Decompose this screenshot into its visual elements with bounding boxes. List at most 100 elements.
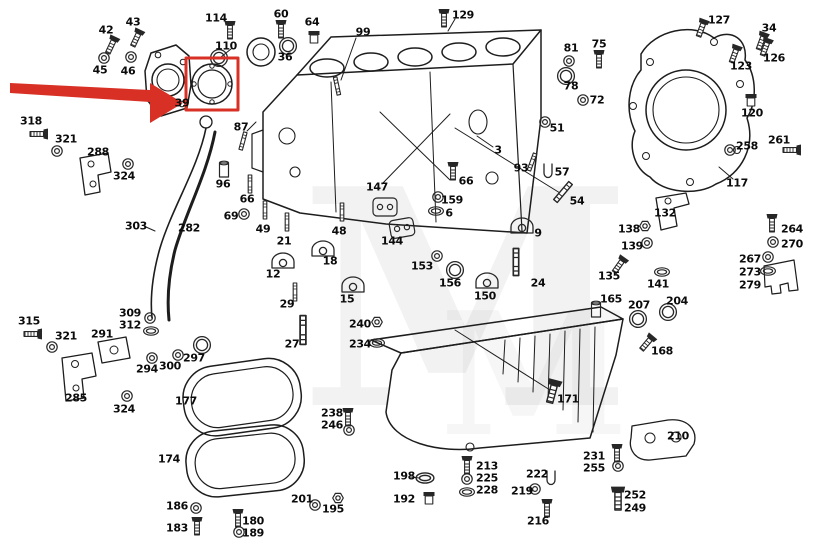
part-label-93: 93: [513, 161, 529, 175]
part-label-279: 279: [738, 278, 762, 292]
part-label-234: 234: [348, 337, 372, 351]
part-label-29: 29: [279, 297, 295, 311]
part-label-321: 321: [54, 329, 78, 343]
part-label-273: 273: [738, 265, 762, 279]
part-label-34: 34: [761, 21, 777, 35]
part-label-303: 303: [124, 219, 148, 233]
part-label-255: 255: [582, 461, 606, 475]
part-label-96: 96: [215, 177, 231, 191]
part-label-252: 252: [623, 488, 647, 502]
part-label-231: 231: [582, 449, 606, 463]
part-label-110: 110: [214, 39, 238, 53]
part-label-36: 36: [277, 50, 293, 64]
oil-pan-lower: [185, 424, 306, 498]
part-label-258: 258: [735, 139, 759, 153]
part-label-48: 48: [331, 224, 347, 238]
part-label-174: 174: [157, 452, 181, 466]
part-label-159: 159: [440, 193, 464, 207]
part-label-171: 171: [556, 392, 580, 406]
part-label-300: 300: [158, 359, 182, 373]
part-label-285: 285: [64, 391, 88, 405]
part-label-60: 60: [273, 7, 289, 21]
part-label-240: 240: [348, 317, 372, 331]
part-label-246: 246: [320, 418, 344, 432]
part-label-222: 222: [525, 467, 549, 481]
bracket-210: [629, 419, 696, 461]
part-label-75: 75: [591, 37, 607, 51]
part-label-120: 120: [740, 106, 764, 120]
part-label-210: 210: [666, 429, 690, 443]
highlight-arrow: [10, 83, 183, 123]
dipstick: [150, 115, 213, 319]
part-label-288: 288: [86, 145, 110, 159]
part-label-249: 249: [623, 501, 647, 515]
part-label-69: 69: [223, 209, 239, 223]
part-label-135: 135: [597, 269, 621, 283]
part-label-39: 39: [174, 96, 190, 110]
part-label-21: 21: [276, 234, 292, 248]
part-label-54: 54: [569, 194, 585, 208]
part-label-267: 267: [738, 252, 762, 266]
highlight-box: [184, 56, 240, 112]
part-label-156: 156: [438, 276, 462, 290]
part-label-126: 126: [762, 51, 786, 65]
part-label-123: 123: [729, 59, 753, 73]
part-label-127: 127: [707, 13, 731, 27]
part-label-261: 261: [767, 133, 791, 147]
comb-bracket-279: [763, 259, 799, 295]
part-label-198: 198: [392, 469, 416, 483]
part-label-3: 3: [494, 143, 502, 157]
part-label-225: 225: [475, 471, 499, 485]
part-label-312: 312: [118, 318, 142, 332]
dipstick-guide-tube: [166, 130, 217, 322]
part-label-192: 192: [392, 492, 416, 506]
part-label-324: 324: [112, 402, 136, 416]
part-label-57: 57: [554, 165, 570, 179]
part-label-12: 12: [265, 267, 281, 281]
breather-flange: [246, 37, 276, 67]
part-label-294: 294: [135, 362, 159, 376]
part-label-42: 42: [98, 23, 114, 37]
part-label-99: 99: [355, 25, 371, 39]
part-label-147: 147: [365, 180, 389, 194]
part-label-141: 141: [646, 277, 670, 291]
part-label-207: 207: [627, 298, 651, 312]
part-label-117: 117: [725, 176, 749, 190]
highlighted-gasket: [191, 63, 233, 105]
part-label-138: 138: [617, 222, 641, 236]
part-label-183: 183: [165, 521, 189, 535]
oil-pan-upper: [370, 306, 624, 452]
part-label-81: 81: [563, 41, 579, 55]
part-label-114: 114: [204, 11, 228, 25]
part-label-49: 49: [255, 222, 271, 236]
leader-lines: [145, 18, 734, 479]
part-label-78: 78: [563, 79, 579, 93]
end-cover-plate: [628, 29, 755, 193]
part-label-238: 238: [320, 406, 344, 420]
part-label-43: 43: [125, 15, 141, 29]
part-label-66: 66: [239, 192, 255, 206]
part-label-144: 144: [380, 234, 404, 248]
part-label-189: 189: [241, 526, 265, 540]
part-label-204: 204: [665, 294, 689, 308]
part-label-46: 46: [120, 64, 136, 78]
oil-pan-gasket: [182, 357, 303, 437]
part-label-24: 24: [530, 276, 546, 290]
part-label-150: 150: [473, 289, 497, 303]
part-label-132: 132: [653, 206, 677, 220]
part-label-180: 180: [241, 514, 265, 528]
part-label-195: 195: [321, 502, 345, 516]
part-label-315: 315: [17, 314, 41, 328]
part-label-186: 186: [165, 499, 189, 513]
part-label-15: 15: [339, 292, 355, 306]
part-label-72: 72: [589, 93, 605, 107]
part-label-129: 129: [451, 8, 475, 22]
bracket-288: [79, 152, 112, 196]
part-label-51: 51: [549, 121, 565, 135]
part-label-139: 139: [620, 239, 644, 253]
part-label-87: 87: [233, 120, 249, 134]
part-label-309: 309: [118, 306, 142, 320]
part-label-324: 324: [112, 169, 136, 183]
